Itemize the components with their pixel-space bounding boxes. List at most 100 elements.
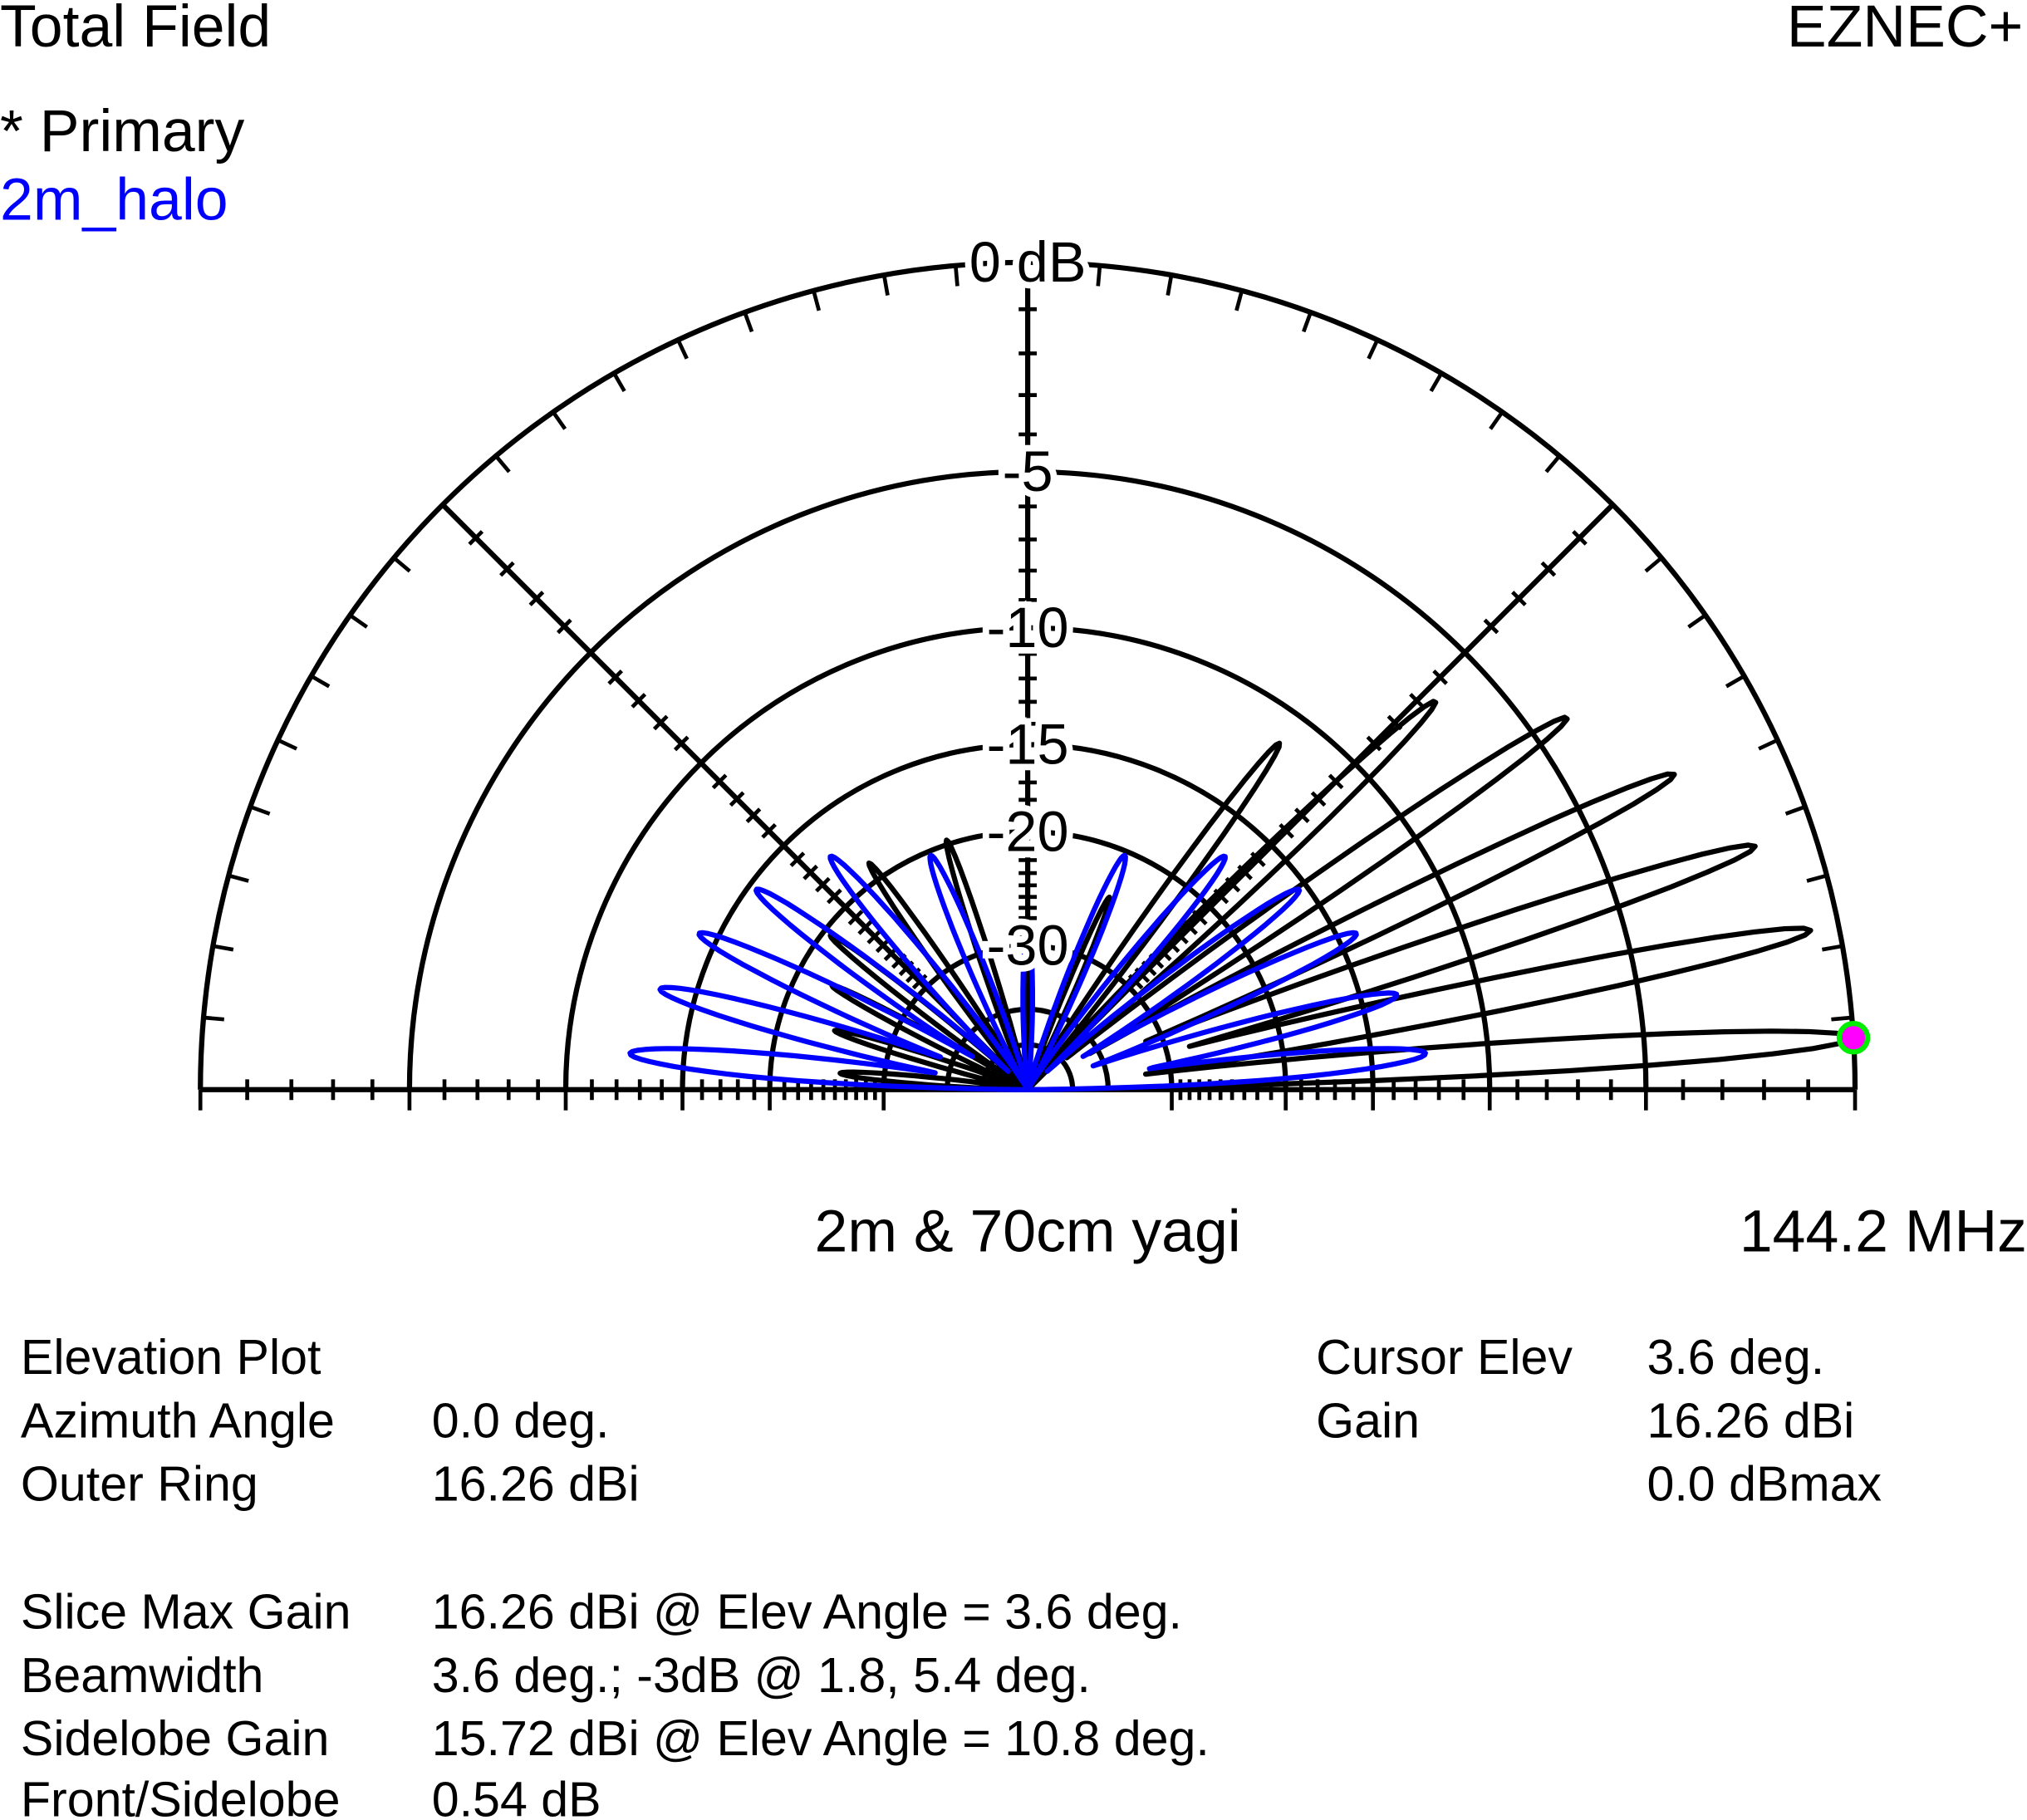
polar-grid — [198, 259, 1858, 1111]
stat-label: Beamwidth — [21, 1647, 263, 1703]
angle-tick — [743, 312, 754, 333]
angle-tick — [612, 372, 626, 393]
angle-tick — [1821, 944, 1843, 952]
angle-tick — [1166, 274, 1174, 296]
stat-value: 0.54 dB — [432, 1771, 601, 1820]
angle-tick — [812, 290, 822, 312]
ring-label: 0 dB — [969, 230, 1087, 294]
db-tick — [775, 837, 792, 854]
angle-tick — [1096, 265, 1102, 287]
angle-tick — [392, 556, 411, 573]
db-tick — [837, 899, 853, 915]
angle-tick — [1831, 1015, 1853, 1022]
ring-labels: 0 dB -5 -10 -15 -20 -30 — [963, 223, 1092, 984]
stat-value: 15.72 dBi @ Elev Angle = 10.8 deg. — [432, 1710, 1210, 1766]
info-label: Outer Ring — [21, 1456, 258, 1512]
db-tick — [434, 497, 451, 513]
angle-tick — [212, 944, 234, 952]
info-value: 16.26 dBi — [432, 1456, 640, 1512]
db-tick — [1456, 645, 1473, 660]
angle-tick — [1758, 738, 1779, 751]
db-tick — [1409, 693, 1425, 709]
ring-label: -20 — [987, 800, 1069, 864]
db-tick — [652, 714, 669, 731]
db-tick — [582, 645, 599, 660]
app-name: EZNEC+ — [1787, 0, 2023, 60]
db-tick — [761, 822, 777, 839]
plot-type: Elevation Plot — [21, 1329, 321, 1385]
angle-tick — [1806, 873, 1828, 883]
db-tick — [857, 920, 874, 935]
cursor-label: Cursor Elev — [1316, 1329, 1573, 1385]
db-tick — [631, 693, 647, 709]
angle-tick — [551, 410, 567, 430]
angle-tick — [228, 873, 249, 883]
info-label: Azimuth Angle — [21, 1392, 335, 1448]
ring-label: -10 — [987, 596, 1069, 660]
db-tick — [827, 888, 842, 905]
pattern-curves — [627, 699, 1855, 1092]
cursor-value: 16.26 dBi — [1647, 1392, 1854, 1448]
db-tick — [499, 561, 515, 577]
angle-tick — [1429, 372, 1444, 393]
db-tick — [1279, 822, 1294, 839]
angle-tick — [1544, 454, 1562, 473]
angle-tick — [881, 274, 890, 296]
angle-tick — [1489, 410, 1504, 430]
cursor-marker[interactable] — [1836, 1021, 1871, 1055]
ring-label: -30 — [987, 914, 1069, 978]
angle-tick — [953, 265, 960, 287]
angle-tick — [249, 804, 271, 816]
stat-label: Front/Sidelobe — [21, 1771, 341, 1820]
angle-tick — [348, 613, 369, 629]
angle-tick — [277, 738, 298, 751]
db-tick — [528, 591, 545, 606]
db-tick — [815, 876, 831, 893]
db-tick — [693, 755, 709, 771]
angle-tick — [1302, 312, 1313, 333]
db-tick — [802, 864, 818, 881]
db-tick — [1572, 530, 1588, 546]
angle-tick — [1725, 674, 1745, 689]
angle-tick — [494, 454, 511, 473]
angle-tick — [1367, 339, 1380, 360]
angle-tick — [203, 1015, 225, 1022]
cursor-value: 3.6 deg. — [1647, 1329, 1824, 1385]
db-tick — [607, 669, 624, 685]
ring-label: -5 — [1003, 439, 1053, 503]
angle-tick — [1687, 613, 1707, 629]
stat-value: 3.6 deg.; -3dB @ 1.8, 5.4 deg. — [432, 1647, 1091, 1703]
db-tick — [1264, 837, 1280, 854]
model-name: 2m & 70cm yagi — [815, 1198, 1241, 1264]
db-tick — [789, 851, 806, 867]
legend-secondary: 2m_halo — [0, 167, 228, 233]
stat-label: Sidelobe Gain — [21, 1710, 329, 1766]
db-tick — [1511, 591, 1527, 606]
db-tick — [866, 929, 883, 944]
cursor-value: 0.0 dBmax — [1647, 1456, 1882, 1512]
info-value: 0.0 deg. — [432, 1392, 610, 1448]
db-tick — [918, 979, 934, 996]
db-tick — [1540, 561, 1557, 577]
db-tick — [1604, 497, 1621, 513]
legend-primary: * Primary — [0, 98, 244, 164]
angle-tick — [1784, 804, 1806, 816]
cursor-dot[interactable] — [1836, 1021, 1871, 1055]
db-tick — [673, 735, 690, 752]
pattern-2m-halo — [627, 852, 1428, 1092]
db-tick — [745, 807, 762, 823]
plot-title: Total Field — [0, 0, 271, 60]
frequency: 144.2 MHz — [1740, 1198, 2027, 1264]
db-tick — [468, 530, 484, 546]
ring-label: -15 — [987, 713, 1069, 777]
db-tick — [729, 791, 745, 807]
stat-label: Slice Max Gain — [21, 1584, 351, 1640]
cursor-label: Gain — [1316, 1392, 1420, 1448]
angle-tick — [1644, 556, 1663, 573]
db-tick — [847, 910, 864, 925]
angle-tick — [1234, 290, 1244, 312]
angle-tick — [310, 674, 331, 689]
db-tick — [1483, 618, 1499, 635]
db-tick — [711, 773, 728, 790]
